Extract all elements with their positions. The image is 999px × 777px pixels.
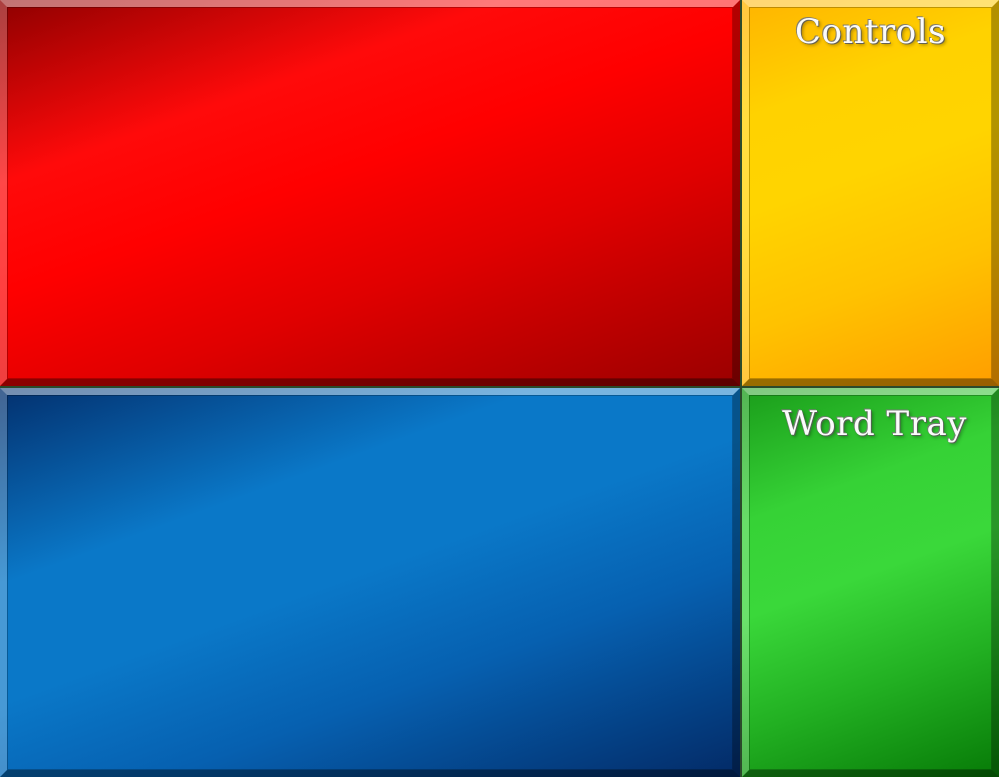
controls-panel[interactable]: Controls — [742, 0, 999, 386]
controls-title: Controls — [794, 12, 947, 52]
red-panel[interactable] — [0, 0, 740, 386]
blue-panel[interactable] — [0, 388, 740, 777]
word-tray-panel[interactable]: Word Tray — [742, 388, 999, 777]
word-tray-title: Word Tray — [782, 404, 967, 444]
